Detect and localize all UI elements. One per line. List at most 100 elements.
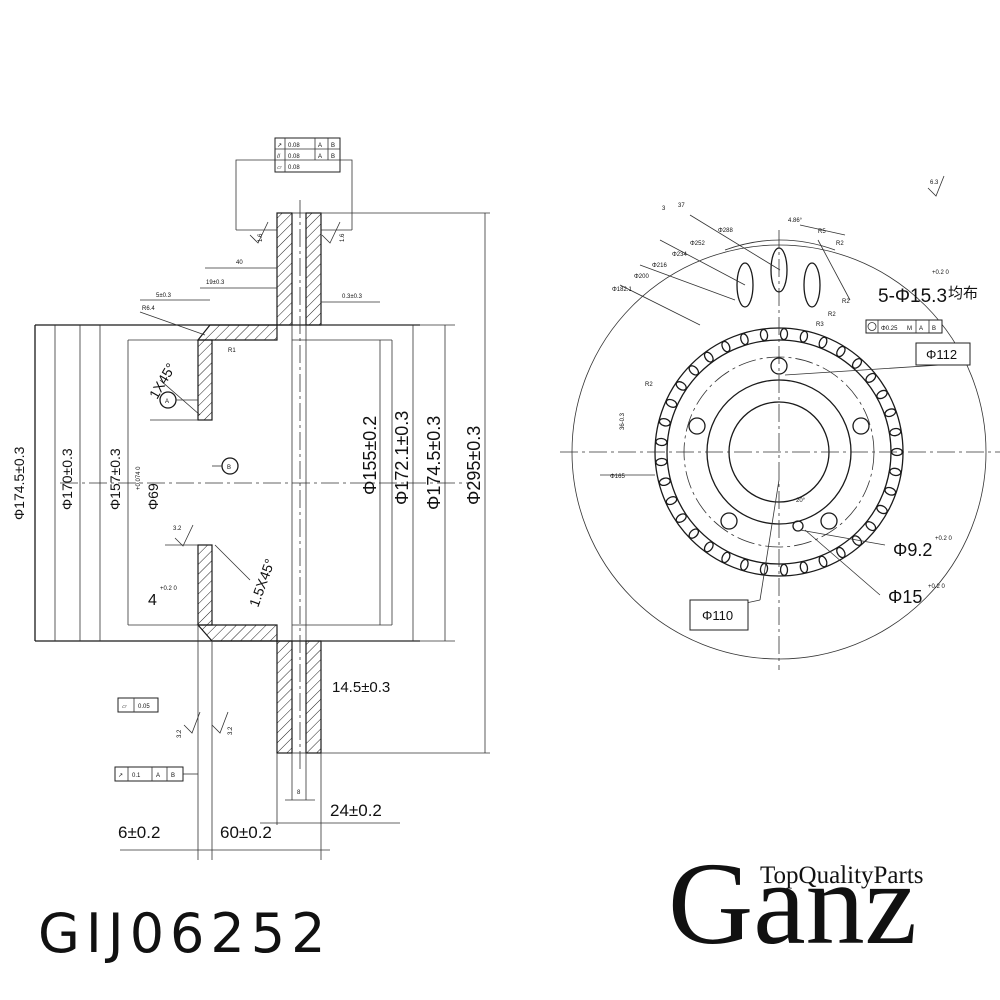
- dim-r1: R1: [228, 348, 236, 354]
- tolerance-frame-top: ↗ 0.08 A B // 0.08 A B ▱ 0.08: [274, 137, 341, 173]
- svg-text:A: A: [156, 773, 160, 779]
- label-d200: Φ200: [634, 274, 649, 280]
- label-d9-2: Φ9.2: [893, 540, 932, 560]
- friction-ring-right-bottom: [305, 640, 322, 754]
- vent-slot: [836, 345, 846, 358]
- svg-text:0.05: 0.05: [138, 704, 150, 710]
- vent-slot: [655, 437, 668, 447]
- label-angle-20: 20°: [796, 498, 806, 504]
- dim-d69-tol: +0.074 0: [136, 466, 142, 490]
- dim-19: 19±0.3: [206, 280, 225, 286]
- hat-wall-top: [196, 324, 278, 341]
- svg-text:A: A: [318, 143, 322, 149]
- vent-slot: [851, 358, 863, 369]
- svg-text:A: A: [318, 154, 322, 160]
- bolt-hole: [688, 417, 706, 435]
- label-holes: 5-Φ15.3: [878, 286, 947, 307]
- dim-d174-5-left: Φ174.5±0.3: [11, 446, 27, 520]
- svg-text:0.08: 0.08: [288, 165, 300, 171]
- label-d9-2-tol: +0.2 0: [935, 536, 953, 542]
- svg-text:B: B: [932, 326, 936, 332]
- vent-slot: [779, 563, 789, 577]
- dim-step-4: 4: [148, 592, 157, 609]
- dim-width-6: 6±0.2: [118, 823, 160, 842]
- label-d252: Φ252: [690, 241, 705, 247]
- part-number: GIJ06252: [38, 902, 332, 965]
- bolt-hole: [820, 512, 838, 530]
- face-view: 5-Φ15.3 +0.2 0 均布 Φ0.25 M A B Φ112 Φ110 …: [560, 175, 1000, 670]
- vent-slot: [655, 457, 668, 467]
- brand-tagline: TopQualityParts: [760, 862, 924, 889]
- dim-d174-5-right: Φ174.5±0.3: [424, 416, 444, 510]
- vent-slot: [675, 513, 687, 523]
- label-d216: Φ216: [652, 263, 667, 269]
- label-r2-c: R2: [828, 312, 836, 318]
- vent-slot: [658, 477, 671, 487]
- svg-text:0.1: 0.1: [132, 773, 141, 779]
- dim-40: 40: [236, 260, 243, 266]
- datum-b-label: B: [227, 465, 231, 471]
- vent-slot: [721, 340, 731, 353]
- svg-text:▱: ▱: [122, 704, 127, 710]
- svg-text:0.08: 0.08: [288, 154, 300, 160]
- label-d15-tol: +0.2 0: [928, 584, 946, 590]
- label-rough-6-3: 6.3: [930, 180, 939, 186]
- vent-slot: [721, 551, 731, 564]
- vent-slot: [851, 535, 863, 546]
- svg-text:0.08: 0.08: [288, 143, 300, 149]
- svg-text:1.6: 1.6: [340, 233, 346, 242]
- dim-thk-14-5: 14.5±0.3: [332, 679, 390, 696]
- vent-slot: [759, 562, 769, 576]
- svg-text:▱: ▱: [277, 165, 282, 171]
- svg-text:Φ0.25: Φ0.25: [881, 326, 898, 332]
- locating-hole: [792, 520, 804, 532]
- dim-r6-4: R6.4: [142, 306, 155, 312]
- vent-slot: [818, 555, 828, 568]
- vent-slot: [658, 417, 671, 427]
- vent-slot: [876, 389, 888, 400]
- label-r2-d: R2: [645, 382, 653, 388]
- label-r2-a: R2: [836, 241, 844, 247]
- svg-text://: //: [277, 154, 281, 160]
- dim-width-24: 24±0.2: [330, 801, 382, 820]
- vent-slot: [884, 408, 897, 418]
- vent-slots: [655, 327, 904, 577]
- label-d288: Φ288: [718, 228, 733, 234]
- label-n37: 37: [678, 203, 685, 209]
- dim-d172-1: Φ172.1±0.3: [392, 411, 412, 505]
- vent-slot: [836, 546, 846, 559]
- section-view: Φ174.5±0.3 Φ170±0.3 Φ157±0.3 Φ69 +0.074 …: [11, 137, 490, 860]
- runout-frame: ↗ 0.1 A B: [114, 766, 198, 782]
- svg-text:M: M: [907, 326, 912, 332]
- vent-slot: [740, 558, 749, 571]
- dim-d170: Φ170±0.3: [59, 448, 75, 510]
- vent-slot: [703, 351, 714, 363]
- svg-text:B: B: [171, 773, 175, 779]
- position-frame: Φ0.25 M A B: [865, 319, 943, 334]
- svg-text:↗: ↗: [277, 143, 282, 149]
- vent-slot: [884, 486, 897, 496]
- vent-slot: [688, 365, 700, 376]
- svg-text:A: A: [919, 326, 923, 332]
- dim-width-60: 60±0.2: [220, 823, 272, 842]
- hub-flange-bottom: [197, 544, 213, 626]
- vent-slot: [759, 328, 769, 342]
- box-d110: [689, 599, 749, 631]
- label-d110: Φ110: [702, 608, 733, 623]
- vent-slot: [779, 327, 789, 341]
- svg-text:↗: ↗: [118, 773, 123, 779]
- datum-a-label: A: [165, 399, 169, 405]
- dim-chamfer-bottom: 1.5X45°: [246, 557, 278, 609]
- roughness-mark: 1.6 1.6 3.2 3.2 3.2: [173, 221, 346, 738]
- dim-step-4-tol: +0.2 0: [160, 586, 178, 592]
- label-angle-4-86: 4.86°: [788, 218, 803, 224]
- label-r3: R3: [816, 322, 824, 328]
- svg-text:3.2: 3.2: [228, 726, 234, 735]
- vent-slot: [818, 336, 828, 349]
- dim-5: 5±0.3: [156, 293, 172, 299]
- vent-slot: [889, 467, 902, 477]
- label-n3: 3: [662, 206, 666, 212]
- label-d165: Φ165: [610, 474, 625, 480]
- svg-text:1.6: 1.6: [258, 233, 264, 242]
